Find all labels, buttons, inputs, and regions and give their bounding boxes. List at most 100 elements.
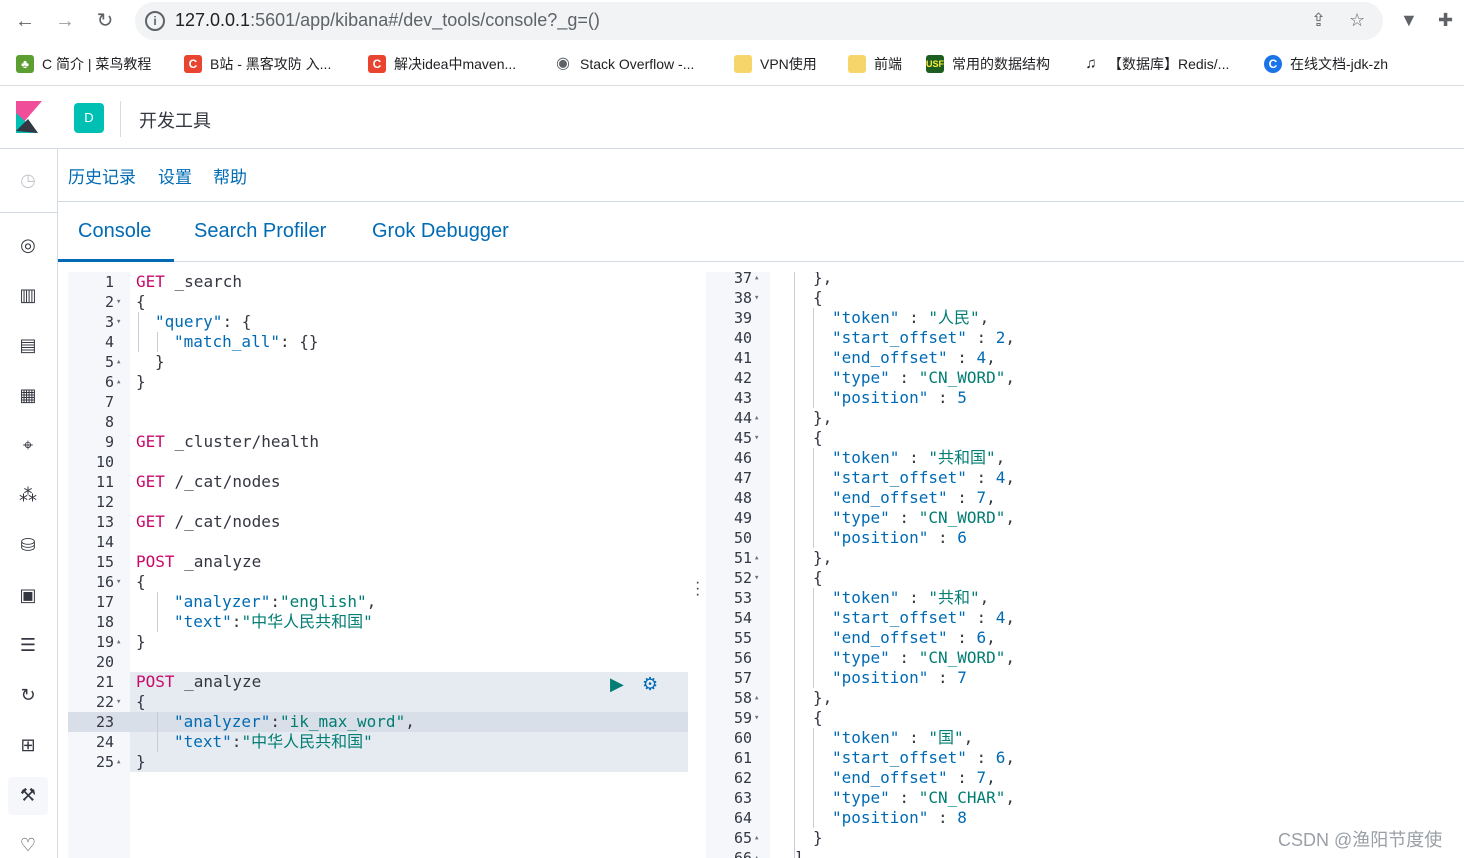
line-number: 24 bbox=[95, 733, 114, 751]
fold-open-icon[interactable]: ▾ bbox=[116, 317, 122, 327]
fold-close-icon[interactable]: ▴ bbox=[754, 853, 760, 858]
fold-close-icon[interactable]: ▴ bbox=[754, 553, 760, 563]
bookmark-item[interactable]: ◉Stack Overflow -... bbox=[554, 54, 694, 74]
line-number: 2 bbox=[104, 293, 114, 311]
code-token: { bbox=[136, 572, 146, 591]
bookmark-label: C 简介 | 菜鸟教程 bbox=[42, 56, 152, 72]
line-number: 42 bbox=[733, 369, 752, 387]
ml-icon[interactable]: ⁂ bbox=[19, 485, 37, 505]
fold-open-icon[interactable]: ▾ bbox=[754, 433, 760, 443]
monitoring-heart-icon[interactable]: ♡ bbox=[19, 835, 37, 855]
code-token: , bbox=[986, 348, 996, 367]
back-arrow-icon[interactable]: ← bbox=[15, 10, 35, 32]
site-info-icon[interactable]: i bbox=[145, 11, 165, 31]
siem-lock-icon[interactable]: ⊞ bbox=[20, 735, 36, 755]
fold-open-icon[interactable]: ▾ bbox=[754, 573, 760, 583]
code-line: }, bbox=[813, 548, 832, 568]
kibana-logo-icon[interactable] bbox=[16, 101, 42, 133]
space-avatar[interactable]: D bbox=[74, 103, 104, 133]
forward-arrow-icon[interactable]: → bbox=[55, 10, 75, 32]
line-number: 66 bbox=[733, 849, 752, 858]
code-line: ] bbox=[794, 848, 804, 858]
code-line: "position" : 6 bbox=[832, 528, 967, 548]
fold-close-icon[interactable]: ▴ bbox=[116, 357, 122, 367]
code-token: : bbox=[889, 788, 919, 807]
line-number: 39 bbox=[733, 309, 752, 327]
fold-close-icon[interactable]: ▴ bbox=[116, 637, 122, 647]
fold-close-icon[interactable]: ▴ bbox=[754, 273, 760, 283]
code-token: 6 bbox=[976, 628, 987, 647]
header-divider bbox=[120, 101, 121, 137]
send-request-play-icon[interactable]: ▶ bbox=[610, 674, 624, 694]
fold-close-icon[interactable]: ▴ bbox=[116, 377, 122, 387]
share-icon[interactable]: ⇪ bbox=[1311, 10, 1327, 30]
address-bar[interactable]: i 127.0.0.1:5601/app/kibana#/dev_tools/c… bbox=[135, 2, 1383, 40]
line-number: 18 bbox=[95, 613, 114, 631]
url-text[interactable]: 127.0.0.1:5601/app/kibana#/dev_tools/con… bbox=[175, 10, 600, 31]
fold-open-icon[interactable]: ▾ bbox=[116, 577, 122, 587]
fold-open-icon[interactable]: ▾ bbox=[754, 713, 760, 723]
code-token: "type" bbox=[832, 368, 890, 387]
code-token: "position" bbox=[832, 388, 929, 407]
discover-compass-icon[interactable]: ◎ bbox=[20, 235, 36, 255]
line-number: 21 bbox=[95, 673, 114, 691]
kibana-header: D 开发工具 bbox=[0, 87, 1464, 149]
fold-open-icon[interactable]: ▾ bbox=[754, 293, 760, 303]
reload-icon[interactable]: ↻ bbox=[96, 10, 114, 32]
line-number: 37 bbox=[733, 272, 752, 287]
extensions-puzzle-icon[interactable]: ✚ bbox=[1438, 10, 1454, 30]
settings-link[interactable]: 设置 bbox=[158, 168, 192, 187]
extension-v-icon[interactable]: ▼ bbox=[1400, 10, 1418, 30]
bookmark-item[interactable]: VPN使用 bbox=[734, 54, 817, 74]
code-line: "analyzer":"english", bbox=[174, 592, 376, 612]
tab-console[interactable]: Console bbox=[78, 220, 152, 242]
tab-search-profiler[interactable]: Search Profiler bbox=[194, 220, 327, 242]
dev-tools-wrench-icon[interactable]: ⚒ bbox=[19, 785, 37, 805]
code-token: { bbox=[813, 428, 823, 447]
code-token: : bbox=[899, 448, 929, 467]
code-token: , bbox=[1005, 608, 1016, 627]
uptime-icon[interactable]: ↻ bbox=[20, 685, 36, 705]
code-token: "token" bbox=[832, 308, 900, 327]
canvas-icon[interactable]: ▦ bbox=[19, 385, 37, 405]
fold-open-icon[interactable]: ▾ bbox=[116, 297, 122, 307]
dashboard-icon[interactable]: ▤ bbox=[19, 335, 37, 355]
maps-icon[interactable]: ⌖ bbox=[22, 435, 34, 455]
tab-grok-debugger[interactable]: Grok Debugger bbox=[372, 220, 509, 242]
response-viewer[interactable]: 37▴},38▾{39"token" : "人民",40"start_offse… bbox=[706, 272, 1464, 858]
code-line: { bbox=[813, 288, 823, 308]
infrastructure-icon[interactable]: ⛁ bbox=[20, 535, 36, 555]
fold-open-icon[interactable]: ▾ bbox=[116, 697, 122, 707]
fold-close-icon[interactable]: ▴ bbox=[754, 413, 760, 423]
code-line: }, bbox=[813, 408, 832, 428]
bookmark-favicon-icon: USF bbox=[926, 55, 944, 73]
bookmark-item[interactable]: ♫【数据库】Redis/... bbox=[1082, 54, 1229, 74]
bookmark-star-icon[interactable]: ☆ bbox=[1349, 10, 1366, 30]
code-token: GET bbox=[136, 272, 165, 291]
bookmark-item[interactable]: ♣C 简介 | 菜鸟教程 bbox=[16, 54, 151, 74]
apm-icon[interactable]: ☰ bbox=[19, 635, 37, 655]
code-token: /_cat/nodes bbox=[164, 472, 281, 491]
pane-resizer-handle[interactable]: ··· bbox=[695, 574, 701, 603]
help-link[interactable]: 帮助 bbox=[213, 168, 247, 187]
line-number: 13 bbox=[95, 513, 114, 531]
code-token: } bbox=[155, 352, 165, 371]
code-token: "analyzer" bbox=[174, 712, 271, 731]
line-number: 65 bbox=[733, 829, 752, 847]
history-link[interactable]: 历史记录 bbox=[68, 168, 136, 187]
fold-close-icon[interactable]: ▴ bbox=[116, 757, 122, 767]
request-options-wrench-icon[interactable]: ⚙ bbox=[642, 674, 659, 694]
visualize-chart-icon[interactable]: ▥ bbox=[19, 285, 37, 305]
bookmark-label: B站 - 黑客攻防 入... bbox=[210, 56, 332, 72]
recent-clock-icon[interactable]: ◷ bbox=[20, 170, 36, 190]
line-number: 6 bbox=[104, 373, 114, 391]
fold-close-icon[interactable]: ▴ bbox=[754, 833, 760, 843]
logs-icon[interactable]: ▣ bbox=[19, 585, 37, 605]
fold-close-icon[interactable]: ▴ bbox=[754, 693, 760, 703]
bookmark-item[interactable]: 前端 bbox=[848, 54, 902, 74]
